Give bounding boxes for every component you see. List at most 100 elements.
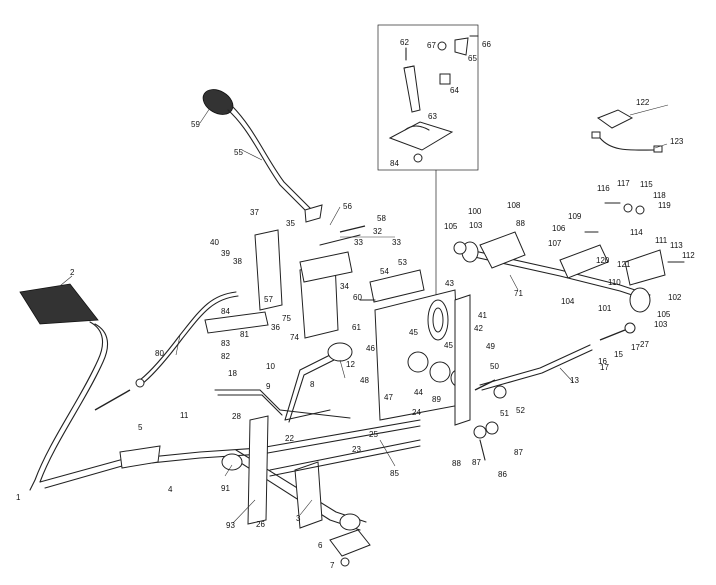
part-label: 43 [445, 279, 454, 288]
part-label: 46 [366, 344, 375, 353]
part-label: 41 [478, 311, 487, 320]
part-label: 37 [250, 208, 259, 217]
part-label: 74 [290, 333, 299, 342]
part-label: 49 [486, 342, 495, 351]
part-label: 45 [444, 341, 453, 350]
part-label: 44 [414, 388, 423, 397]
part-label: 118 [653, 191, 666, 200]
part-label: 56 [343, 202, 352, 211]
part-label: 122 [636, 98, 650, 107]
part-label: 117 [617, 179, 630, 188]
part-label: 101 [598, 304, 612, 313]
part-label: 23 [352, 445, 361, 454]
leader-lines [54, 104, 669, 524]
part-label: 39 [221, 249, 230, 258]
wire-harness [591, 109, 663, 153]
part-label: 93 [226, 521, 235, 530]
part-label: 40 [210, 238, 219, 247]
part-label: 25 [369, 430, 378, 439]
part-label: 28 [232, 412, 241, 421]
part-label: 42 [474, 324, 483, 333]
part-label: 66 [482, 40, 491, 49]
part-label: 17 [631, 343, 640, 352]
part-label: 103 [469, 221, 483, 230]
part-label: 116 [597, 184, 610, 193]
part-label: 85 [390, 469, 399, 478]
part-label: 113 [670, 241, 683, 250]
fasteners-top-right [584, 202, 685, 263]
part-labels: 1 2 3 4 5 6 7 8 9 10 11 12 13 15 16 17 1… [16, 38, 695, 570]
part-label: 45 [409, 328, 418, 337]
part-label: 7 [330, 561, 335, 570]
part-label: 12 [346, 360, 355, 369]
part-label: 17 [600, 363, 609, 372]
part-label: 121 [617, 260, 631, 269]
part-label: 52 [516, 406, 525, 415]
part-label: 32 [373, 227, 382, 236]
part-label: 114 [630, 228, 643, 237]
part-label: 88 [516, 219, 525, 228]
part-label: 3 [296, 514, 301, 523]
part-label: 107 [548, 239, 562, 248]
part-label: 6 [318, 541, 323, 550]
right-rods [473, 322, 636, 461]
part-label: 33 [354, 238, 363, 247]
part-label: 22 [285, 434, 294, 443]
part-label: 13 [570, 376, 579, 385]
part-label: 27 [640, 340, 649, 349]
part-label: 34 [340, 282, 349, 291]
part-label: 26 [256, 520, 265, 529]
part-label: 53 [398, 258, 407, 267]
part-label: 123 [670, 137, 684, 146]
part-label: 71 [514, 289, 523, 298]
part-label: 61 [352, 323, 361, 332]
control-cable [94, 291, 239, 411]
part-label: 89 [432, 395, 441, 404]
part-label: 65 [468, 54, 477, 63]
part-label: 58 [377, 214, 386, 223]
part-label: 5 [138, 423, 143, 432]
part-label: 80 [155, 349, 164, 358]
part-label: 87 [472, 458, 481, 467]
part-label: 33 [392, 238, 401, 247]
part-label: 67 [427, 41, 436, 50]
part-label: 112 [682, 251, 695, 260]
part-label: 51 [500, 409, 509, 418]
part-label: 38 [233, 257, 242, 266]
part-label: 54 [380, 267, 389, 276]
part-label: 64 [450, 86, 459, 95]
part-label: 1 [16, 493, 21, 502]
part-label: 106 [552, 224, 566, 233]
gear-lever-assembly [202, 89, 323, 223]
part-label: 48 [360, 376, 369, 385]
part-label: 11 [180, 411, 189, 420]
part-label: 119 [658, 201, 671, 210]
part-label: 9 [266, 382, 271, 391]
inset-detail-box [377, 24, 479, 300]
part-label: 16 [598, 357, 607, 366]
part-label: 103 [654, 320, 668, 329]
part-label: 86 [498, 470, 507, 479]
part-label: 55 [234, 148, 243, 157]
part-label: 110 [608, 278, 621, 287]
part-label: 15 [614, 350, 623, 359]
left-brackets [204, 225, 366, 339]
part-label: 10 [266, 362, 275, 371]
part-label: 120 [596, 256, 610, 265]
part-label: 115 [640, 180, 653, 189]
part-label: 62 [400, 38, 409, 47]
part-label: 47 [384, 393, 393, 402]
part-label: 50 [490, 362, 499, 371]
part-label: 102 [668, 293, 682, 302]
part-label: 108 [507, 201, 521, 210]
upper-right-shaft [453, 231, 666, 313]
part-label: 84 [390, 159, 399, 168]
part-label: 35 [286, 219, 295, 228]
part-label: 87 [514, 448, 523, 457]
control-rods [214, 342, 353, 423]
part-label: 83 [221, 339, 230, 348]
part-label: 81 [240, 330, 249, 339]
part-label: 63 [428, 112, 437, 121]
part-label: 36 [271, 323, 280, 332]
